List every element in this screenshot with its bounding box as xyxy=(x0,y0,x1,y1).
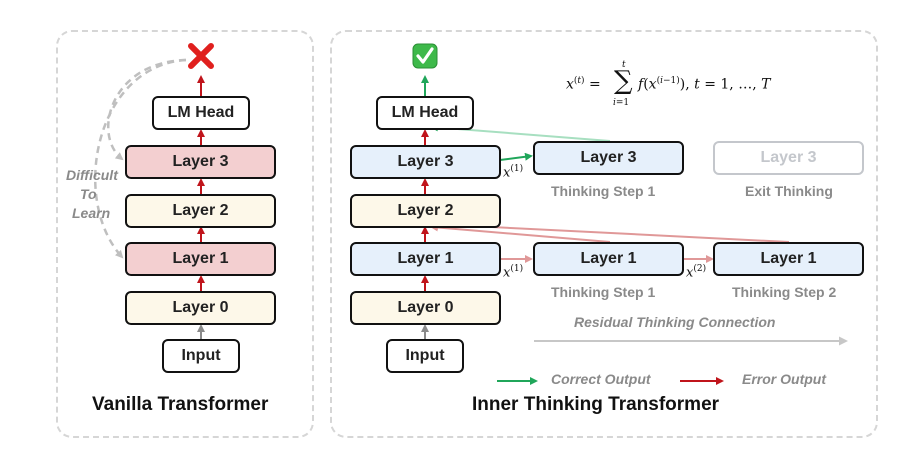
vanilla-layer2-box: Layer 2 xyxy=(125,194,276,228)
legend-correct-label: Correct Output xyxy=(551,371,651,387)
x1-label-top: x(1) xyxy=(503,164,524,181)
difficult-label: Difficult xyxy=(66,167,118,183)
check-icon xyxy=(412,43,438,69)
x2-label: x(2) xyxy=(686,264,707,281)
itt-step2-layer1-box: Layer 1 xyxy=(713,242,864,276)
itt-arrow-layer3-step xyxy=(499,152,533,161)
itt-step-layer3-caption: Thinking Step 1 xyxy=(551,183,656,199)
itt-step1-layer1-box: Layer 1 xyxy=(533,242,684,276)
vanilla-dashed-curve-to-layer3 xyxy=(107,58,187,161)
itt-exit-caption: Exit Thinking xyxy=(745,183,833,199)
learn-label: Learn xyxy=(72,205,111,221)
itt-layer1-box: Layer 1 xyxy=(350,242,501,276)
itt-lm-head-box: LM Head xyxy=(376,96,474,130)
legend-error-label: Error Output xyxy=(742,371,826,387)
itt-step1-caption: Thinking Step 1 xyxy=(551,284,656,300)
recurrence-formula: x(t) = t ∑ i=1 f(x(i−1)), t = 1, …, T xyxy=(566,60,771,108)
vanilla-lm-head-box: LM Head xyxy=(152,96,250,130)
residual-thinking-label: Residual Thinking Connection xyxy=(574,314,776,330)
vanilla-layer3-box: Layer 3 xyxy=(125,145,276,179)
itt-title: Inner Thinking Transformer xyxy=(472,394,720,415)
itt-exit-layer3-box: Layer 3 xyxy=(713,141,864,175)
vanilla-dashed-curve-to-layer1 xyxy=(94,58,187,259)
vanilla-layer0-box: Layer 0 xyxy=(125,291,276,325)
itt-step-layer3-box: Layer 3 xyxy=(533,141,684,175)
itt-residual-step1-layer2 xyxy=(430,223,611,243)
vanilla-panel xyxy=(56,30,314,438)
itt-layer3-box: Layer 3 xyxy=(350,145,501,179)
itt-panel xyxy=(330,30,878,438)
x1-label: x(1) xyxy=(503,264,524,281)
vanilla-title: Vanilla Transformer xyxy=(92,394,269,415)
to-label: To xyxy=(80,186,97,202)
itt-layer2-box: Layer 2 xyxy=(350,194,501,228)
itt-input-box: Input xyxy=(386,339,464,373)
vanilla-layer1-box: Layer 1 xyxy=(125,242,276,276)
itt-layer0-box: Layer 0 xyxy=(350,291,501,325)
itt-step2-caption: Thinking Step 2 xyxy=(732,284,837,300)
cross-icon xyxy=(188,43,214,69)
vanilla-input-box: Input xyxy=(162,339,240,373)
